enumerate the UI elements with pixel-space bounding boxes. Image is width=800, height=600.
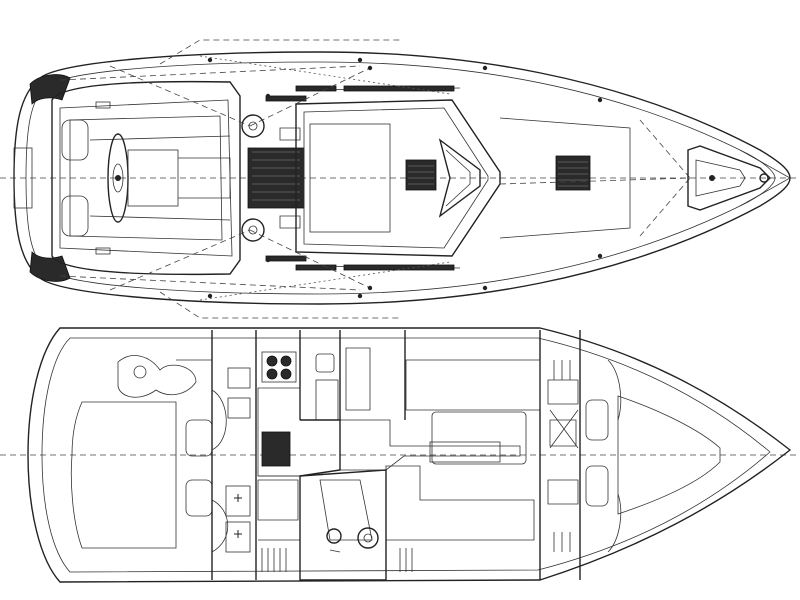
engine-cover xyxy=(117,355,197,398)
companionway-hatch xyxy=(247,147,305,209)
companionway-steps xyxy=(261,431,291,467)
galley xyxy=(227,351,339,421)
deck-hull-outline xyxy=(13,51,791,305)
v-berth xyxy=(617,395,721,515)
cockpit-locker xyxy=(61,119,89,161)
interior-layout xyxy=(0,327,800,583)
stern-quarter-starboard xyxy=(29,251,71,282)
cockpit-table xyxy=(127,149,179,207)
sink-icon xyxy=(315,353,335,373)
aft-berth xyxy=(70,401,177,549)
stanchion-bases xyxy=(207,57,603,299)
toilet-icon xyxy=(357,527,379,549)
galley-sink xyxy=(227,367,251,389)
galley-stove-icon xyxy=(261,351,297,383)
forward-cabin xyxy=(547,330,721,580)
coachroof xyxy=(295,99,501,257)
genoa-track-starboard xyxy=(343,264,455,271)
hatch-icon xyxy=(405,159,437,191)
anchor-locker xyxy=(687,145,771,211)
genoa-track-port xyxy=(343,85,455,92)
deck-plan xyxy=(0,39,800,319)
saloon-settee-port xyxy=(345,347,371,411)
stern-quarter-port xyxy=(29,74,71,105)
saloon-settee-upper xyxy=(405,359,541,411)
heads-compartment xyxy=(299,469,387,581)
aft-cabin-locker xyxy=(185,419,213,457)
saloon-settee-lower xyxy=(385,465,535,541)
saloon-table xyxy=(431,411,527,465)
saloon-sole xyxy=(257,387,521,477)
main-sliding-hatch xyxy=(309,123,391,233)
interior-hull-outline xyxy=(27,327,792,583)
mast-step xyxy=(438,138,481,218)
forward-hatch xyxy=(555,155,591,191)
cockpit-coaming xyxy=(51,80,241,276)
